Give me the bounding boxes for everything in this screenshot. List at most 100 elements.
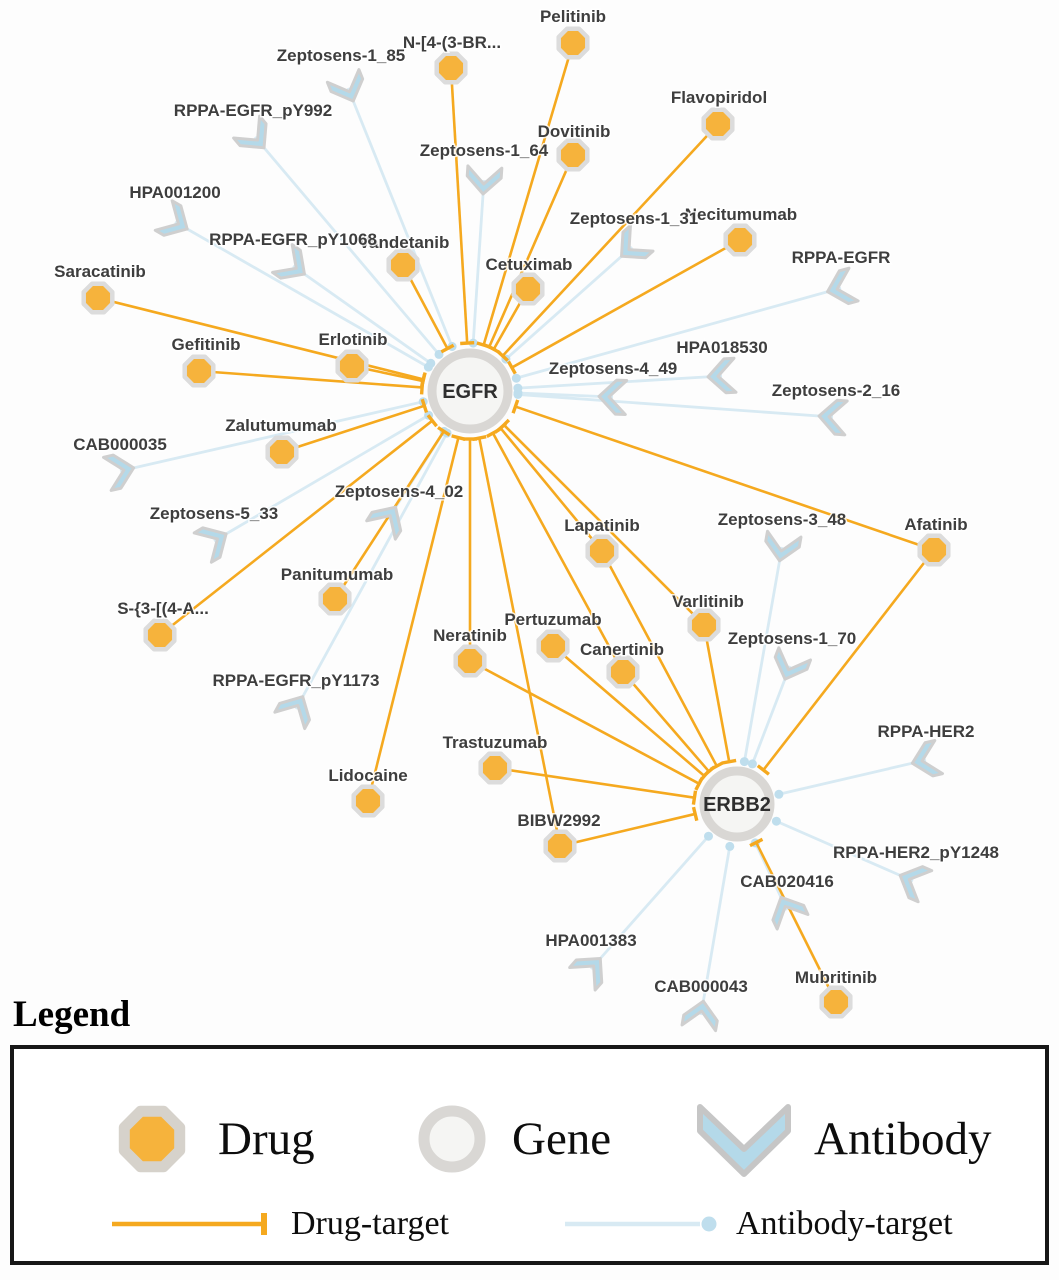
drug-edge-tee bbox=[419, 373, 427, 389]
drug-edge-tee bbox=[451, 434, 466, 441]
drug-target-edge-icon bbox=[112, 1213, 267, 1235]
drug-edge-tee bbox=[756, 764, 770, 776]
drug-node-saracatinib[interactable] bbox=[81, 281, 115, 315]
antibody-target-edge-cab000043 bbox=[699, 846, 732, 1016]
drug-node-cetuximab[interactable] bbox=[511, 272, 545, 306]
drug-node-panitumumab[interactable] bbox=[318, 582, 352, 616]
drug-node-vandetanib[interactable] bbox=[386, 248, 420, 282]
antibody-node-cab000043[interactable] bbox=[680, 998, 720, 1033]
legend-box: Drug Gene Antibody Drug-target Antibody-… bbox=[10, 1045, 1049, 1265]
drug-edge-tee bbox=[472, 435, 487, 442]
drug-node-s3_4a[interactable] bbox=[143, 618, 177, 652]
antibody-node-zeptosens_2_16[interactable] bbox=[817, 398, 849, 437]
drug-node-n4_3br[interactable] bbox=[434, 51, 468, 85]
node-label-dovitinib: Dovitinib bbox=[538, 122, 611, 141]
drug-node-dovitinib[interactable] bbox=[556, 138, 590, 172]
antibody-node-rppa_egfr_py1068[interactable] bbox=[271, 243, 315, 288]
gene-node-egfr[interactable] bbox=[427, 348, 513, 434]
drug-node-erlotinib[interactable] bbox=[335, 349, 369, 383]
drug-node-neratinib[interactable] bbox=[453, 644, 487, 678]
antibody-node-hpa001383[interactable] bbox=[568, 947, 613, 992]
antibody-node-zeptosens_1_85[interactable] bbox=[325, 68, 369, 108]
antibody-target-edge-zeptosens_1_70 bbox=[751, 665, 792, 765]
antibody-node-zeptosens_1_31[interactable] bbox=[610, 224, 655, 269]
antibody-node-hpa018530[interactable] bbox=[706, 356, 738, 395]
drug-node-gefitinib[interactable] bbox=[182, 354, 216, 388]
node-label-zeptosens_1_64: Zeptosens-1_64 bbox=[420, 141, 549, 160]
node-label-bibw2992: BIBW2992 bbox=[517, 811, 600, 830]
antibody-target-edge-rppa_her2_py1248 bbox=[775, 819, 914, 883]
node-label-afatinib: Afatinib bbox=[904, 515, 967, 534]
node-label-rppa_egfr: RPPA-EGFR bbox=[792, 248, 891, 267]
drug-node-afatinib[interactable] bbox=[917, 533, 951, 567]
node-label-flavopiridol: Flavopiridol bbox=[671, 88, 767, 107]
labels-layer: EGFRERBB2PelitinibN-[4-(3-BR...Dovitinib… bbox=[53, 6, 1001, 998]
drug-edge-tee bbox=[486, 344, 501, 355]
drug-node-trastuzumab[interactable] bbox=[478, 751, 512, 785]
node-label-canertinib: Canertinib bbox=[580, 640, 664, 659]
node-label-rppa_her2_py1248: RPPA-HER2_pY1248 bbox=[833, 843, 999, 862]
drug-node-canertinib[interactable] bbox=[606, 655, 640, 689]
antibody-node-zeptosens_4_49[interactable] bbox=[597, 378, 629, 417]
antibody-node-hpa001200[interactable] bbox=[153, 199, 195, 244]
antibody-chevron bbox=[773, 646, 813, 681]
gene-node-erbb2[interactable] bbox=[699, 766, 775, 842]
drug-node-varlitinib[interactable] bbox=[687, 608, 721, 642]
drug-node-lapatinib[interactable] bbox=[585, 534, 619, 568]
antibody-node-rppa_her2[interactable] bbox=[909, 738, 945, 779]
antibody-chevron bbox=[826, 266, 860, 306]
node-label-n4_3br: N-[4-(3-BR... bbox=[403, 33, 501, 52]
gene-circle-shape bbox=[418, 1105, 486, 1173]
antibody-node-rppa_egfr_py992[interactable] bbox=[232, 114, 277, 159]
drug-node-zalutumumab[interactable] bbox=[265, 435, 299, 469]
antibody-node-zeptosens_1_64[interactable] bbox=[465, 164, 504, 196]
gene-label-erbb2: ERBB2 bbox=[703, 794, 771, 816]
antibody-target-edge-icon bbox=[565, 1216, 717, 1232]
drug-edge-tee bbox=[698, 769, 711, 783]
drug-octagon-shape bbox=[118, 1105, 186, 1173]
drug-edge-tee bbox=[485, 428, 500, 438]
antibody-node-zeptosens_4_02[interactable] bbox=[365, 498, 410, 541]
node-label-erlotinib: Erlotinib bbox=[319, 330, 388, 349]
drug-node-pelitinib[interactable] bbox=[556, 26, 590, 60]
node-label-cab000035: CAB000035 bbox=[73, 435, 167, 454]
drug-edge-tee bbox=[749, 837, 764, 848]
drug-target-edge-gefitinib bbox=[198, 369, 423, 389]
antibody-node-rppa_egfr_py1173[interactable] bbox=[273, 689, 318, 731]
antibody-node-icon bbox=[697, 1104, 791, 1177]
antibody-node-zeptosens_1_70[interactable] bbox=[769, 646, 813, 685]
antibody-node-cab000035[interactable] bbox=[102, 451, 138, 492]
drug-target-edge-zalutumumab bbox=[281, 404, 425, 454]
drug-node-flavopiridol[interactable] bbox=[701, 107, 735, 141]
antibody-chevron bbox=[465, 164, 504, 196]
drug-node-mubritinib[interactable] bbox=[819, 985, 853, 1019]
antibody-node-zeptosens_3_48[interactable] bbox=[763, 529, 803, 563]
drug-target-edge-pelitinib bbox=[482, 42, 575, 346]
antibody-chevron bbox=[680, 999, 719, 1033]
antibody-edge-dot bbox=[434, 349, 444, 359]
drug-edge-tee bbox=[691, 806, 699, 822]
antibody-target-edge-cab000035 bbox=[119, 400, 424, 473]
node-label-hpa001200: HPA001200 bbox=[129, 183, 220, 202]
drug-edge-tee bbox=[437, 426, 451, 437]
antibody-chevron-shape bbox=[697, 1104, 791, 1177]
antibody-target-edge-zeptosens_2_16 bbox=[517, 393, 834, 419]
legend-drug-target-label: Drug-target bbox=[291, 1205, 449, 1242]
antibody-node-cab020416[interactable] bbox=[766, 890, 810, 931]
node-label-s3_4a: S-{3-[(4-A... bbox=[117, 599, 209, 618]
legend-antibody-label: Antibody bbox=[814, 1113, 992, 1165]
node-label-pertuzumab: Pertuzumab bbox=[504, 610, 601, 629]
drug-target-edge-s3_4a bbox=[159, 419, 434, 637]
antibody-node-zeptosens_5_33[interactable] bbox=[192, 519, 234, 564]
drug-node-pertuzumab[interactable] bbox=[536, 629, 570, 663]
drug-node-bibw2992[interactable] bbox=[543, 829, 577, 863]
drug-target-edge-afatinib bbox=[762, 549, 936, 771]
drug-node-necitumumab[interactable] bbox=[723, 223, 757, 257]
antibody-target-edge-rppa_her2 bbox=[778, 758, 927, 796]
antibody-node-rppa_her2_py1248[interactable] bbox=[893, 860, 934, 904]
drug-node-lidocaine[interactable] bbox=[351, 784, 385, 818]
drug-target-edge-mubritinib bbox=[755, 841, 838, 1003]
antibody-edge-dot bbox=[747, 759, 757, 769]
antibody-chevron bbox=[102, 453, 136, 492]
antibody-node-rppa_egfr[interactable] bbox=[823, 266, 860, 308]
